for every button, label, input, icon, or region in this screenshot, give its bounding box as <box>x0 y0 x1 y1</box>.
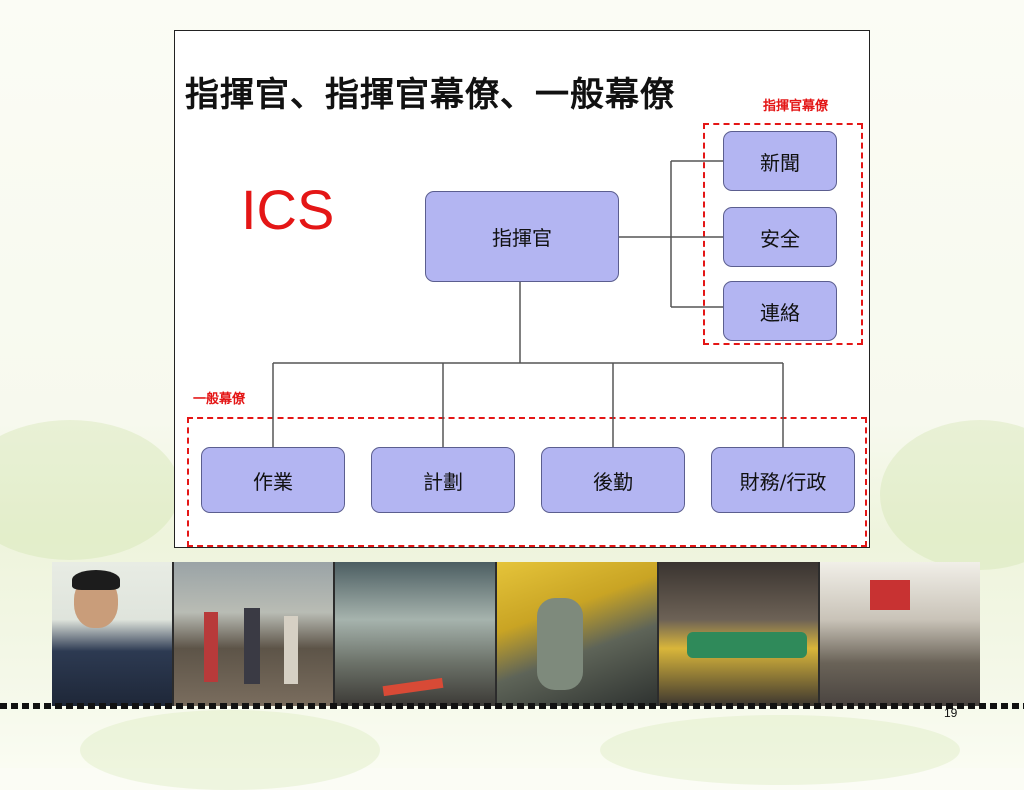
person-figure <box>283 616 298 684</box>
command-staff-label: 指揮官幕僚 <box>763 99 829 114</box>
building-lobby-photo <box>335 562 496 706</box>
staff-node-safety: 安全 <box>723 207 837 267</box>
general-node-finance-admin: 財務/行政 <box>711 447 855 513</box>
staff-node-public-info: 新聞 <box>723 131 837 191</box>
general-node-planning: 計劃 <box>371 447 515 513</box>
photo-strip <box>52 562 981 706</box>
officer-phone-photo <box>52 562 172 706</box>
person-figure <box>203 612 218 682</box>
staff-node-liaison: 連絡 <box>723 281 837 341</box>
general-staff-group <box>187 417 867 547</box>
page-number: 19 <box>944 706 958 720</box>
fire-hose <box>382 677 444 697</box>
command-staff-group <box>703 123 863 345</box>
background-foliage <box>880 420 1024 570</box>
patient-figure <box>686 632 807 658</box>
slide-title: 指揮官、指揮官幕僚、一般幕僚 <box>185 75 675 115</box>
person-figure <box>243 608 260 684</box>
general-node-logistics: 後勤 <box>541 447 685 513</box>
general-node-operations: 作業 <box>201 447 345 513</box>
dotted-divider <box>0 703 1024 709</box>
equipment-area-photo <box>820 562 981 706</box>
background-foliage <box>0 420 180 560</box>
commander-node: 指揮官 <box>425 191 619 282</box>
stretcher-rescue-photo <box>658 562 819 706</box>
hazmat-figure <box>537 598 584 690</box>
background-foliage <box>80 710 380 790</box>
general-staff-label: 一般幕僚 <box>193 392 246 407</box>
warning-sign <box>870 580 911 610</box>
ics-label: ICS <box>241 178 335 241</box>
diagram-panel: 指揮官、指揮官幕僚、一般幕僚 ICS 指揮官幕僚 一般幕僚 指揮官 新聞 安全 … <box>174 30 870 548</box>
org-chart-connectors <box>272 160 784 447</box>
officer-hair <box>72 570 120 590</box>
evacuation-crowd-photo <box>173 562 334 706</box>
background-foliage <box>600 715 960 785</box>
hazmat-suit-photo <box>497 562 657 706</box>
